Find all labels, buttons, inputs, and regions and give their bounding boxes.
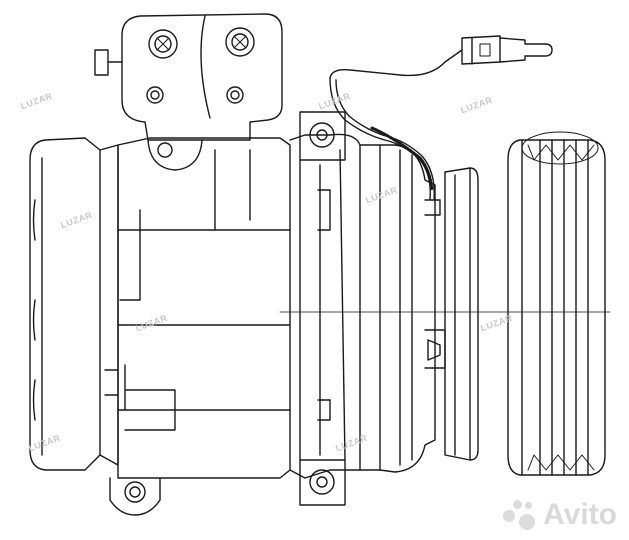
wire-harness: [329, 35, 553, 201]
main-body: [104, 137, 291, 479]
front-housing: [289, 111, 381, 506]
bottom-mount-ear: [109, 477, 161, 516]
avito-watermark: Avito: [503, 498, 617, 532]
avito-logo-icon: [503, 500, 537, 530]
rear-housing: [29, 137, 119, 471]
avito-wordmark: Avito: [543, 498, 617, 531]
pulley: [507, 131, 606, 476]
clutch-hub: [444, 167, 479, 461]
port-fitting-block: [94, 13, 283, 171]
